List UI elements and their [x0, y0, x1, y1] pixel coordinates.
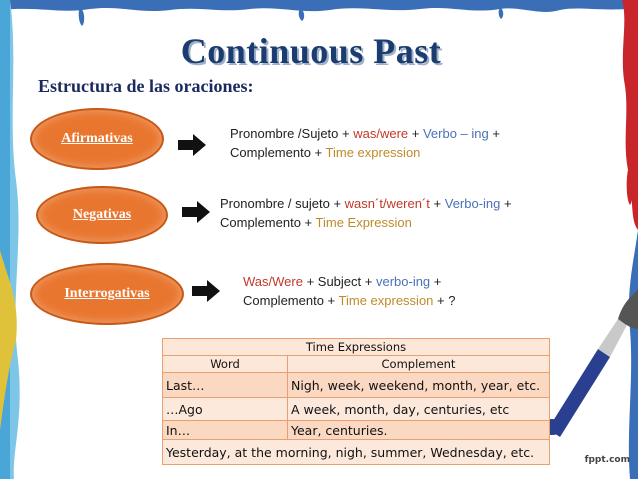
rule-part: was/were: [353, 126, 409, 141]
rule-part: Verbo-ing: [444, 196, 501, 211]
rule-part: Time expression: [325, 145, 421, 160]
rule-part: Pronombre / sujeto +: [220, 196, 345, 211]
table-cell: Nigh, week, weekend, month, year, etc.: [287, 372, 550, 398]
rule-part: Complemento +: [230, 145, 326, 160]
column-header-word: Word: [162, 355, 288, 373]
column-header-complement: Complement: [287, 355, 550, 373]
table-cell: In…: [162, 420, 288, 440]
rule-part: +: [408, 126, 423, 141]
table-row: …Ago A week, month, day, centuries, etc: [162, 397, 550, 421]
table-header-row: Word Complement: [162, 355, 550, 373]
rule-part: Pronombre /Sujeto +: [230, 126, 354, 141]
afirmativas-rule-line-2: Complemento + Time expression: [230, 143, 500, 162]
afirmativas-badge: Afirmativas: [30, 108, 164, 170]
rule-part: +: [500, 196, 512, 211]
rule-part: verbo-ing: [375, 274, 431, 289]
rule-part: wasn´t/weren´t: [344, 196, 430, 211]
table-cell: Last…: [162, 372, 288, 398]
table-footer-cell: Yesterday, at the morning, nigh, summer,…: [162, 439, 550, 465]
table-row: In… Year, centuries.: [162, 420, 550, 440]
negativas-rule: Pronombre / sujeto + wasn´t/weren´t + Ve…: [220, 194, 512, 232]
rule-part: Complemento +: [243, 293, 339, 308]
page-subtitle: Estructura de las oraciones:: [38, 76, 254, 96]
page-title: Continuous Past: [180, 31, 442, 71]
table-cell: …Ago: [162, 397, 288, 421]
rule-part: + Subject +: [302, 274, 376, 289]
rule-part: + ?: [433, 293, 456, 308]
interrogativas-badge: Interrogativas: [30, 263, 184, 325]
interrogativas-rule-line-2: Complemento + Time expression + ?: [243, 291, 455, 310]
rule-part: +: [430, 274, 442, 289]
arrow-right-icon: [178, 134, 206, 156]
rule-part: Complemento +: [220, 215, 316, 230]
afirmativas-rule-line-1: Pronombre /Sujeto + was/were + Verbo – i…: [230, 124, 500, 143]
paint-drip-top-decoration: [0, 0, 638, 26]
negativas-rule-line-1: Pronombre / sujeto + wasn´t/weren´t + Ve…: [220, 194, 512, 213]
rule-part: Verbo – ing: [422, 126, 489, 141]
rule-part: +: [488, 126, 500, 141]
table-row: Last… Nigh, week, weekend, month, year, …: [162, 372, 550, 398]
site-logo: fppt.com: [584, 455, 630, 465]
paint-left-decoration: [0, 0, 20, 479]
rule-part: Was/Were: [243, 274, 303, 289]
negativas-rule-line-2: Complemento + Time Expression: [220, 213, 512, 232]
afirmativas-rule: Pronombre /Sujeto + was/were + Verbo – i…: [230, 124, 500, 162]
table-caption-row: Time Expressions: [162, 338, 550, 356]
rule-part: +: [429, 196, 445, 211]
time-expressions-table: Time Expressions Word Complement Last… N…: [162, 338, 550, 465]
rule-part: Time Expression: [315, 215, 412, 230]
table-cell: A week, month, day, centuries, etc: [287, 397, 550, 421]
interrogativas-rule-line-1: Was/Were + Subject + verbo-ing +: [243, 272, 455, 291]
arrow-right-icon: [192, 280, 220, 302]
arrow-right-icon: [182, 201, 210, 223]
table-cell: Year, centuries.: [287, 420, 550, 440]
negativas-badge: Negativas: [36, 186, 168, 244]
table-caption: Time Expressions: [162, 338, 550, 356]
rule-part: Time expression: [338, 293, 434, 308]
table-footer-row: Yesterday, at the morning, nigh, summer,…: [162, 439, 550, 465]
interrogativas-rule: Was/Were + Subject + verbo-ing + Complem…: [243, 272, 455, 310]
